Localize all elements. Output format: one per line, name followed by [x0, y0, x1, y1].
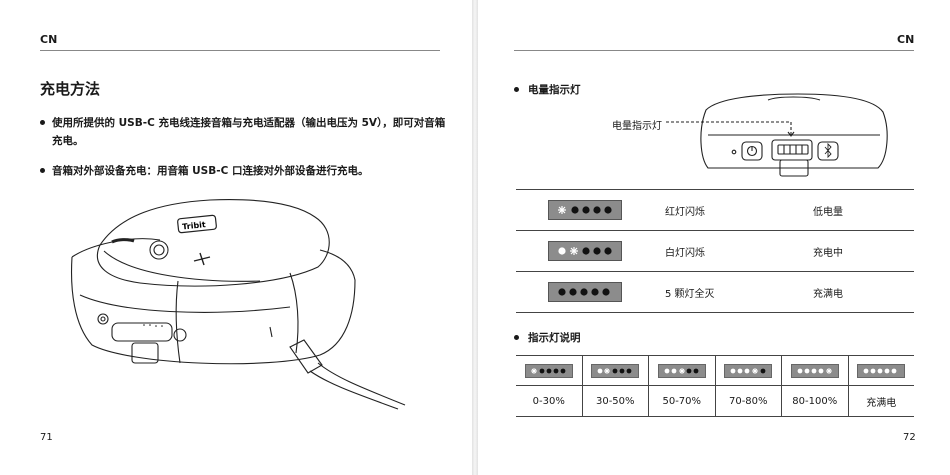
speaker-logo: Tribit	[177, 215, 216, 233]
instruction-item: 音箱对外部设备充电：用音箱 USB-C 口连接对外部设备进行充电。	[40, 162, 450, 180]
led-level-icon	[658, 364, 706, 378]
language-label: CN	[40, 33, 57, 46]
battery-status: 低电量	[801, 190, 914, 231]
page-number: 72	[903, 432, 916, 443]
speaker-charging-illustration: Tribit	[60, 195, 420, 410]
instruction-item: 使用所提供的 USB-C 充电线连接音箱与充电适配器（输出电压为 5V），即可对…	[40, 114, 450, 150]
battery-level: 50-70%	[649, 386, 716, 417]
svg-text:Tribit: Tribit	[182, 220, 207, 231]
table-row: 0-30% 30-50% 50-70% 70-80% 80-100% 充满电	[516, 386, 914, 417]
battery-level: 充满电	[848, 386, 914, 417]
led-level-icon	[791, 364, 839, 378]
led-bar-blink-second	[548, 241, 622, 261]
battery-level: 0-30%	[516, 386, 582, 417]
led-bar-blink-first	[548, 200, 622, 220]
speaker-front-illustration	[608, 90, 898, 185]
header-rule	[514, 50, 914, 51]
instruction-list: 使用所提供的 USB-C 充电线连接音箱与充电适配器（输出电压为 5V），即可对…	[40, 114, 450, 192]
page-number: 71	[40, 432, 53, 443]
light-description: 白灯闪烁	[653, 231, 801, 272]
led-bar-all-off	[548, 282, 622, 302]
light-description: 红灯闪烁	[653, 190, 801, 231]
section-title-indicator-guide: 指示灯说明	[514, 330, 581, 345]
table-row: 白灯闪烁 充电中	[516, 231, 914, 272]
battery-level: 30-50%	[582, 386, 649, 417]
led-level-icon	[724, 364, 772, 378]
header-rule	[40, 50, 440, 51]
page-72: CN 电量指示灯 电量指示灯	[478, 0, 950, 475]
led-level-icon	[591, 364, 639, 378]
table-row: 5 颗灯全灭 充满电	[516, 272, 914, 313]
section-title-battery-indicator: 电量指示灯	[514, 82, 581, 97]
table-row	[516, 356, 914, 386]
page-title: 充电方法	[40, 78, 100, 99]
indicator-level-table: 0-30% 30-50% 50-70% 70-80% 80-100% 充满电	[516, 355, 914, 417]
battery-status: 充电中	[801, 231, 914, 272]
battery-level: 80-100%	[782, 386, 849, 417]
indicator-status-table: 红灯闪烁 低电量 白灯闪烁 充电中	[516, 189, 914, 313]
language-label: CN	[897, 33, 914, 46]
table-row: 红灯闪烁 低电量	[516, 190, 914, 231]
page-71: CN 充电方法 使用所提供的 USB-C 充电线连接音箱与充电适配器（输出电压为…	[0, 0, 472, 475]
light-description: 5 颗灯全灭	[653, 272, 801, 313]
led-level-icon	[857, 364, 905, 378]
battery-status: 充满电	[801, 272, 914, 313]
battery-level: 70-80%	[715, 386, 782, 417]
led-level-icon	[525, 364, 573, 378]
